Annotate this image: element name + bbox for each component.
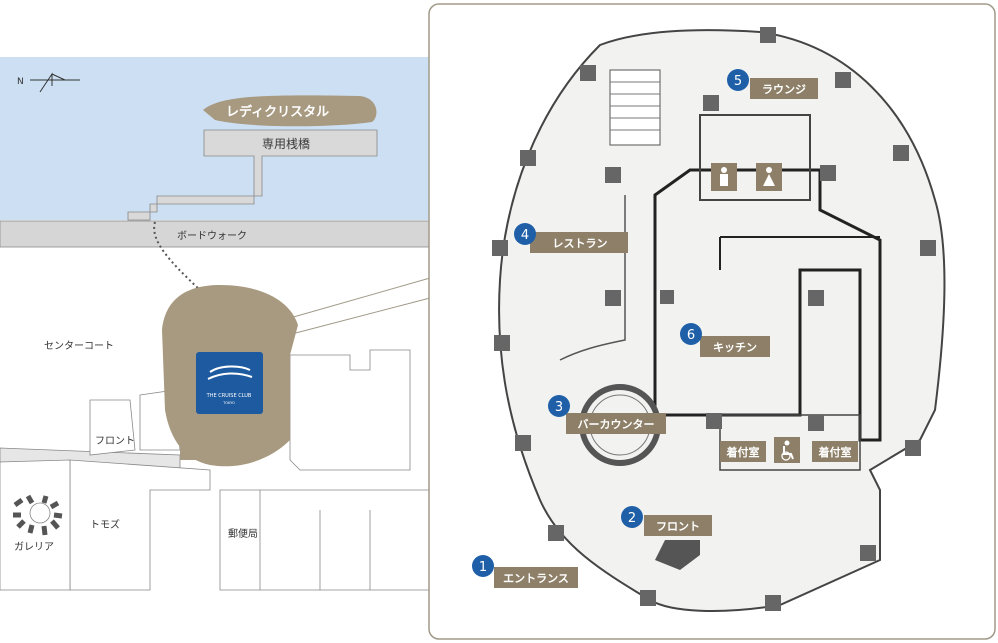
area-kitchen-label: キッチン: [713, 341, 757, 354]
center-court-label: センターコート: [44, 340, 114, 352]
restroom-block: [699, 114, 811, 201]
ship: [203, 95, 377, 127]
dressing-room-1-label: 着付室: [726, 445, 760, 459]
dressing-room-2-label: 着付室: [818, 445, 852, 459]
area-entrance-number: 1: [479, 560, 487, 575]
area-entrance-label: エントランス: [503, 572, 569, 585]
area-bar-counter[interactable]: 3 バーカウンター: [548, 395, 666, 434]
area-entrance[interactable]: 1 エントランス: [472, 555, 578, 588]
columns: [492, 27, 936, 611]
ship-label: レディクリスタル: [226, 104, 329, 120]
accessible-restroom-icon: [774, 437, 800, 463]
compass-icon: [30, 72, 80, 93]
building-outline: [498, 29, 946, 613]
front-label: フロント: [95, 436, 135, 447]
pier: [127, 129, 378, 221]
area-lounge-label: ラウンジ: [762, 83, 806, 96]
dressing-room-1[interactable]: 着付室: [720, 441, 766, 462]
area-kitchen-number: 6: [687, 328, 695, 343]
area-bar-counter-label: バーカウンター: [578, 418, 655, 431]
area-restaurant-label: レストラン: [553, 237, 608, 250]
mens-restroom-icon: [711, 163, 737, 191]
area-front-label: フロント: [656, 520, 700, 533]
area-lounge[interactable]: 5 ラウンジ: [727, 69, 818, 99]
area-restaurant-number: 4: [521, 228, 529, 243]
buildings: [0, 349, 431, 591]
boardwalk: [0, 220, 431, 248]
front-desk: [655, 540, 700, 570]
logo-line2: TOKYO: [222, 401, 235, 405]
area-kitchen[interactable]: 6 キッチン: [680, 323, 770, 357]
womens-restroom-icon: [756, 163, 782, 191]
compass-label: N: [17, 77, 24, 87]
walking-route: [153, 221, 201, 291]
logo-line1: THE CRUISE CLUB: [206, 393, 252, 399]
area-restaurant[interactable]: 4 レストラン: [514, 223, 628, 253]
tomoz-label: トモズ: [90, 518, 120, 531]
galleria-fan: [13, 494, 63, 536]
dressing-room-2[interactable]: 着付室: [812, 441, 858, 462]
cruise-club-logo: [196, 352, 263, 414]
boardwalk-label: ボードウォーク: [177, 230, 247, 242]
area-bar-counter-number: 3: [555, 400, 563, 415]
pier-label: 専用桟橋: [262, 137, 310, 151]
staircase: [609, 69, 661, 146]
area-front-number: 2: [628, 511, 636, 526]
area-front[interactable]: 2 フロント: [621, 506, 712, 536]
area-lounge-number: 5: [734, 74, 742, 89]
post-office-label: 郵便局: [228, 527, 258, 540]
galleria-label: ガレリア: [14, 541, 54, 553]
